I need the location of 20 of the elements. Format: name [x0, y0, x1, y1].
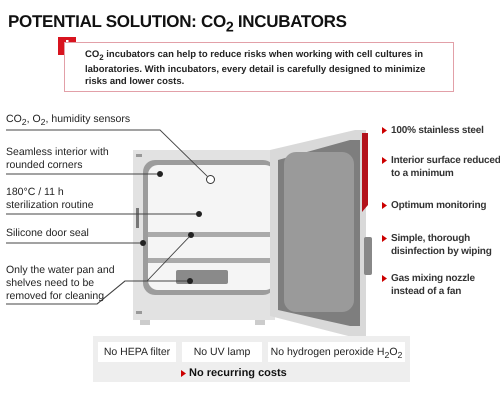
info-box: CO$_{2}$ incubators can help to reduce risks when working with cell cultures in laboratories. With incubators, every detail is carefully designed to minimize risks and lower costs.: [64, 42, 454, 92]
callout-label: CO$_{2}$, O$_{2}$, humidity sensors: [6, 113, 161, 130]
feature-text: Optimum monitoring: [391, 199, 488, 212]
leader-line: [6, 236, 190, 304]
callout-label: 180°C / 11 h sterilization routine: [6, 186, 111, 212]
callout-label: Silicone door seal: [6, 227, 146, 240]
feature-box: No HEPA filter: [98, 342, 176, 362]
feature-text: Interior surface reduced to a minimum: [391, 154, 500, 180]
title: POTENTIAL SOLUTION: CO$_{2}$ INCUBATORS: [8, 12, 347, 36]
feature-text: Simple, thorough disinfection by wiping: [391, 232, 493, 258]
feature-box: No UV lamp: [182, 342, 262, 362]
feature-box: No hydrogen peroxide H$_{2}$O$_{2}$: [268, 342, 405, 362]
feature-text: Gas mixing nozzle instead of a fan: [391, 272, 476, 298]
leader-line: [6, 130, 208, 177]
callout-label: Seamless interior with rounded corners: [6, 146, 124, 172]
callout-label: Only the water pan and shelves need to be removed for cleaning: [6, 264, 121, 303]
feature-text: 100% stainless steel: [391, 124, 485, 137]
note-text: No recurring costs: [189, 367, 287, 379]
leader-line: [6, 242, 140, 244]
bottom-panel: [93, 336, 410, 382]
